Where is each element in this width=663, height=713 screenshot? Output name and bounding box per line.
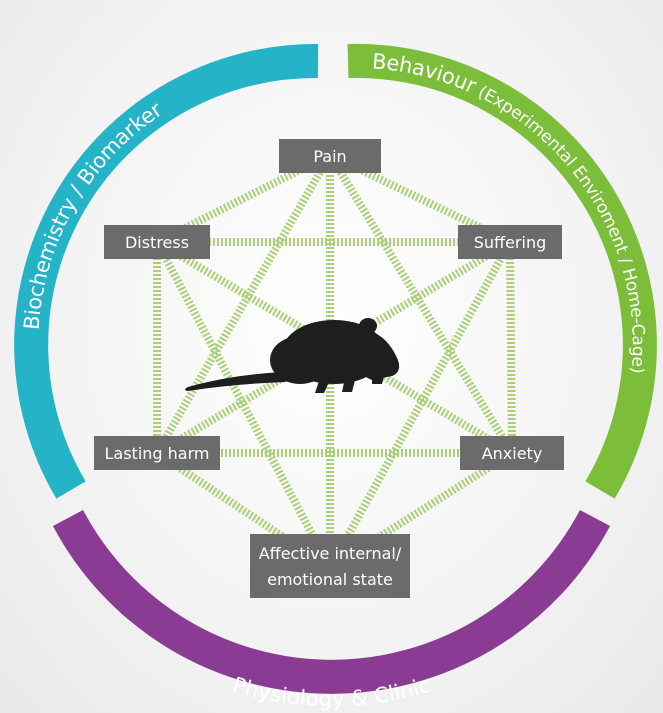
mouse-icon [185,318,400,393]
node-affective-label-line2: emotional state [267,570,393,589]
node-suffering-label: Suffering [474,233,546,252]
physiology-arc [52,510,611,694]
biochemistry-label: Biochemistry / Biomarker [20,97,167,330]
edge [154,238,515,457]
edge [506,241,516,454]
node-affective-label-line1: Affective internal/ [259,544,402,563]
node-pain-label: Pain [313,147,346,166]
node-anxiety: Anxiety [460,436,564,470]
node-distress: Distress [104,225,210,259]
node-suffering: Suffering [458,225,562,259]
node-affective-state: Affective internal/ emotional state [250,534,410,598]
node-lasting-harm-label: Lasting harm [105,444,210,463]
node-pain: Pain [279,139,381,173]
node-lasting-harm: Lasting harm [94,436,220,470]
node-anxiety-label: Anxiety [482,444,543,463]
node-distress-label: Distress [125,233,189,252]
biochemistry-arc [14,43,319,499]
behaviour-label: Behaviour (Experimental Enviroment / Hom… [371,49,648,374]
behaviour-arc [347,43,657,499]
edge [153,152,334,456]
